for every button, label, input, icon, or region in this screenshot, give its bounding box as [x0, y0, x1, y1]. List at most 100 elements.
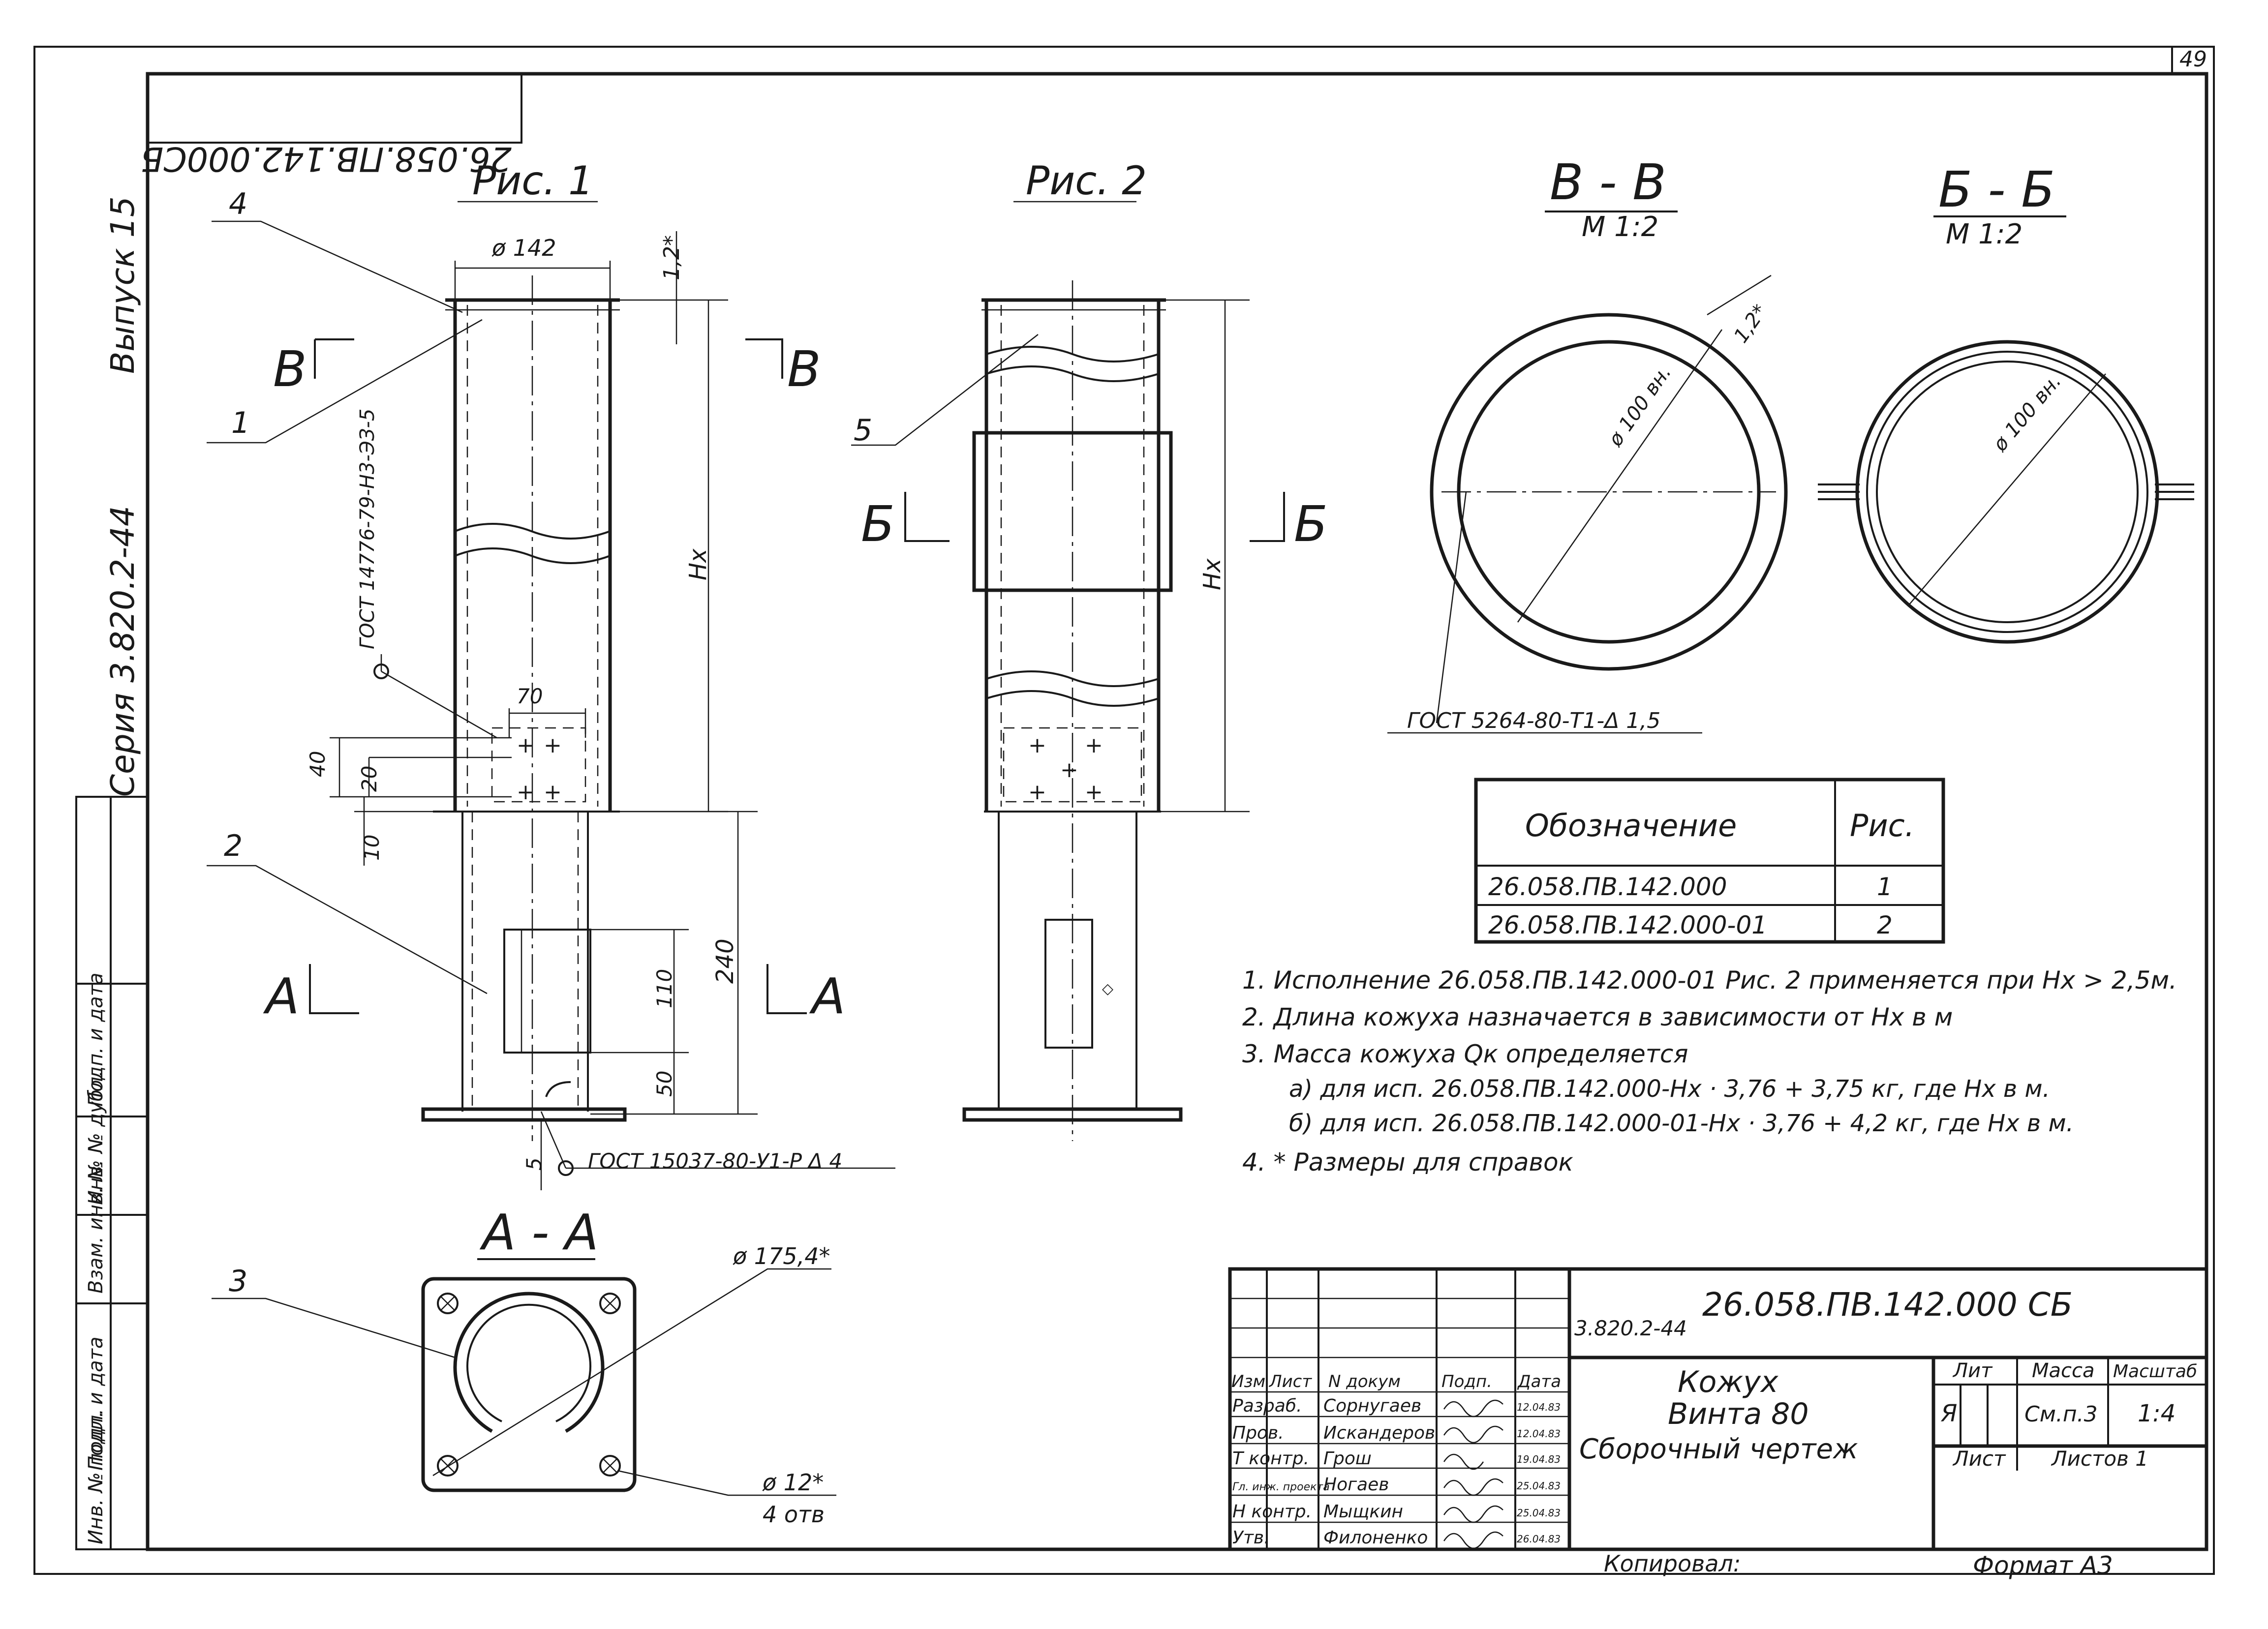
- aa-holes: [437, 1293, 621, 1477]
- note-3: 3. Масса кожуха Qк определяется: [1242, 1040, 1688, 1068]
- table-row-1-designation: 26.058.ПВ.142.000: [1488, 873, 1727, 901]
- note-4: 4. * Размеры для справок: [1242, 1148, 1573, 1176]
- dim-d100-vv: ø 100 вн.: [1604, 362, 1676, 451]
- section-bb: Б - Б М 1:2 ø 100 вн.: [1818, 161, 2194, 644]
- vv-outer-ring: [1430, 313, 1788, 671]
- mirrored-stamp: 26.058.ПВ.142.000СБ: [141, 139, 512, 178]
- fig1-break-bottom: [455, 547, 611, 564]
- section-aa-title: А - А: [479, 1204, 598, 1261]
- title-block: Изм Лист N докум Подп. Дата Разраб. Сорн…: [1228, 1267, 2208, 1551]
- weld-gost-14776: ГОСТ 14776-79-Н3-ЭЗ-5: [356, 409, 379, 649]
- cut-a-left: А: [263, 967, 299, 1025]
- signature-scribbles: [1443, 1399, 1503, 1418]
- aa-base-plate: [421, 1277, 637, 1492]
- series-label: Серия 3.820.2-44: [104, 506, 142, 797]
- note-3b: б) для исп. 26.058.ПВ.142.000-01-Hх · 3,…: [1289, 1110, 2074, 1137]
- note-1: 1. Исполнение 26.058.ПВ.142.000-01 Рис. …: [1242, 966, 2177, 995]
- tb-series-code: 3.820.2-44: [1574, 1316, 1687, 1340]
- role-utv: Утв.: [1232, 1528, 1270, 1548]
- tb-doc-code: 26.058.ПВ.142.000 СБ: [1702, 1286, 2073, 1324]
- weld-gost-5264: ГОСТ 5264-80-Т1-Δ 1,5: [1407, 708, 1660, 733]
- tb-mass-value: См.п.3: [2024, 1402, 2098, 1427]
- fig1-casing-hidden: [466, 305, 599, 807]
- fig1-break-top: [455, 523, 611, 540]
- figure-1: Рис. 1 + + + + ø 142 1,2* Hх 70: [207, 158, 895, 1190]
- dim-20: 20: [357, 766, 381, 792]
- section-aa: А - А ø 175,4* ø 12* 4 отв 3: [212, 1204, 836, 1528]
- fig1-title: Рис. 1: [472, 158, 593, 204]
- svg-text:+: +: [1060, 757, 1078, 783]
- date-n-kontr: 25.04.83: [1517, 1507, 1561, 1519]
- pos-4: 4: [229, 187, 247, 221]
- fig1-slot: [503, 929, 591, 1054]
- date-t-kontr: 19.04.83: [1517, 1453, 1561, 1465]
- issue-label: Выпуск 15: [104, 196, 142, 374]
- col-podp: Подп.: [1441, 1372, 1492, 1391]
- tb-lit-value: Я: [1940, 1400, 1957, 1427]
- dim-t12-vv: 1,2*: [1730, 301, 1772, 347]
- tb-title-2: Винта 80: [1668, 1397, 1809, 1431]
- strip-inv-dubl: Инв. № дубл.: [85, 1070, 107, 1205]
- fig2-base-plate: [962, 1107, 1183, 1122]
- date-gip: 25.04.83: [1517, 1480, 1561, 1492]
- mirrored-stamp-box: [147, 73, 522, 144]
- cut-b-right: Б: [1294, 495, 1328, 553]
- date-razrab: 12.04.83: [1517, 1401, 1561, 1413]
- dim-d142: ø 142: [491, 235, 556, 261]
- note-2: 2. Длина кожуха назначается в зависимост…: [1242, 1003, 1953, 1031]
- svg-text:+: +: [544, 780, 562, 805]
- date-prov: 12.04.83: [1517, 1428, 1561, 1440]
- strip-inv-podl: Инв. № подл.: [85, 1409, 107, 1544]
- cut-v-right: В: [787, 340, 821, 398]
- strip-podp-data-2: Подп. и дата: [85, 973, 107, 1107]
- svg-text:◇: ◇: [1102, 980, 1113, 997]
- weld-gost-15037: ГОСТ 15037-80-У1-Р Δ 4: [588, 1149, 842, 1173]
- cut-b-left: Б: [861, 495, 895, 553]
- outer-frame: [33, 46, 2215, 1575]
- table-row-1-fig: 1: [1877, 873, 1893, 901]
- cut-v-left: В: [273, 340, 307, 398]
- tb-lit-header: Лит: [1952, 1359, 1993, 1382]
- fig1-screw-tube: [461, 812, 589, 1112]
- pos-2: 2: [224, 829, 243, 863]
- role-n-kontr: Н контр.: [1232, 1502, 1312, 1522]
- footer-copied: Копировал:: [1604, 1550, 1741, 1577]
- sheet-number-box: [2171, 46, 2214, 74]
- dim-10: 10: [360, 835, 384, 861]
- dim-holes: 4 отв: [763, 1501, 825, 1528]
- name-prov: Искандеров: [1323, 1423, 1435, 1443]
- date-utv: 26.04.83: [1517, 1533, 1561, 1545]
- col-n-dokum: N докум: [1328, 1372, 1401, 1391]
- dim-d12: ø 12*: [762, 1469, 824, 1496]
- bb-outer-ring: [1855, 340, 2159, 644]
- section-vv-title: В - В: [1550, 153, 1666, 211]
- name-razrab: Сорнугаев: [1323, 1396, 1421, 1416]
- dim-hx-2: Hх: [1198, 558, 1226, 590]
- pos-1: 1: [231, 406, 250, 440]
- role-gip: Гл. инж. проекта: [1232, 1481, 1330, 1493]
- table-row-2-designation: 26.058.ПВ.142.000-01: [1488, 911, 1767, 939]
- role-prov: Пров.: [1232, 1423, 1284, 1443]
- tb-title-3: Сборочный чертеж: [1579, 1433, 1858, 1465]
- fig2-title: Рис. 2: [1026, 158, 1147, 204]
- svg-text:+: +: [1085, 733, 1103, 758]
- dim-40: 40: [306, 751, 330, 777]
- dim-70: 70: [517, 684, 543, 708]
- name-gip: Ногаев: [1323, 1475, 1389, 1495]
- technical-notes: 1. Исполнение 26.058.ПВ.142.000-01 Рис. …: [1242, 966, 2177, 1176]
- dim-110: 110: [652, 969, 676, 1008]
- svg-text:+: +: [544, 733, 562, 758]
- dim-50: 50: [652, 1071, 676, 1097]
- approval-strip: [75, 796, 149, 1550]
- strip-podp-data-1: Подп. и дата: [85, 1337, 107, 1471]
- svg-text:+: +: [517, 780, 535, 805]
- dim-5: 5: [522, 1157, 546, 1171]
- svg-text:+: +: [1085, 780, 1103, 805]
- pos-3: 3: [229, 1264, 247, 1298]
- section-vv-scale: М 1:2: [1582, 211, 1658, 243]
- table-row-2-fig: 2: [1877, 911, 1893, 939]
- role-t-kontr: Т контр.: [1232, 1448, 1309, 1469]
- dim-t12: 1,2*: [659, 235, 684, 280]
- role-razrab: Разраб.: [1232, 1396, 1302, 1416]
